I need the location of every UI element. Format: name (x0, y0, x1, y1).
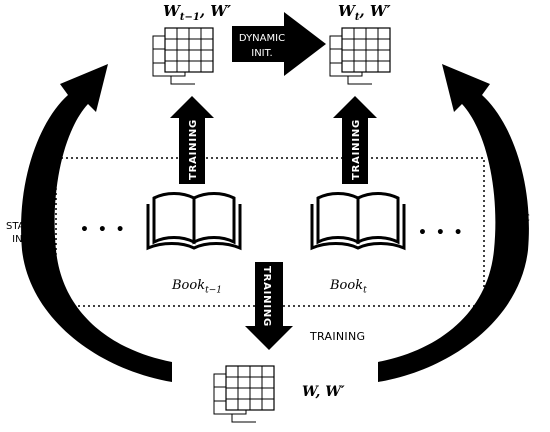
bottom-training-label: TRAINING (310, 330, 366, 343)
book-icon-right (310, 192, 406, 250)
ellipsis-right: • • • (418, 225, 465, 241)
dynamic-init-line1: DYNAMIC (239, 33, 285, 44)
dynamic-init-arrow: DYNAMIC INIT. (232, 12, 326, 76)
book-left-name: Book (172, 278, 206, 293)
static-init-left-label: STATIC INIT. (6, 221, 40, 245)
static-init-left-arrow (21, 64, 173, 382)
training-arrow-down: TRAINING (245, 262, 293, 350)
top-left-suffix: , W′ (199, 2, 232, 20)
training-down-label: TRAINING (261, 266, 272, 327)
book-icon-left (146, 192, 242, 250)
book-right-sub: t (363, 285, 367, 296)
top-right-sub: t (354, 12, 360, 23)
training-arrow-left: TRAINING (170, 96, 214, 184)
top-left-W: W (163, 2, 180, 20)
book-left-sub: t−1 (205, 285, 222, 296)
top-left-sub: t−1 (179, 12, 200, 23)
training-arrow-right: TRAINING (333, 96, 377, 184)
book-right-name: Book (330, 278, 364, 293)
dynamic-init-line2: INIT. (251, 48, 272, 59)
top-right-suffix: , W′ (359, 2, 391, 20)
training-left-label: TRAINING (188, 119, 199, 180)
matrix-icon-bottom (213, 365, 275, 423)
bottom-matrix-label: W, W′ (302, 384, 345, 400)
matrix-icon-top-left (152, 27, 214, 85)
training-right-label: TRAINING (351, 119, 362, 180)
matrix-icon-top-right (329, 27, 391, 85)
static-init-right-arrow (378, 64, 529, 382)
book-left-label: Bookt−1 (172, 278, 222, 296)
ellipsis-left: • • • (80, 222, 127, 238)
top-left-matrix-label: Wt−1, W′ (163, 2, 231, 23)
top-right-W: W (338, 2, 355, 20)
static-init-right-label: STATIC INIT. (496, 213, 530, 237)
top-right-matrix-label: Wt, W′ (338, 2, 391, 23)
book-right-label: Bookt (330, 278, 367, 296)
